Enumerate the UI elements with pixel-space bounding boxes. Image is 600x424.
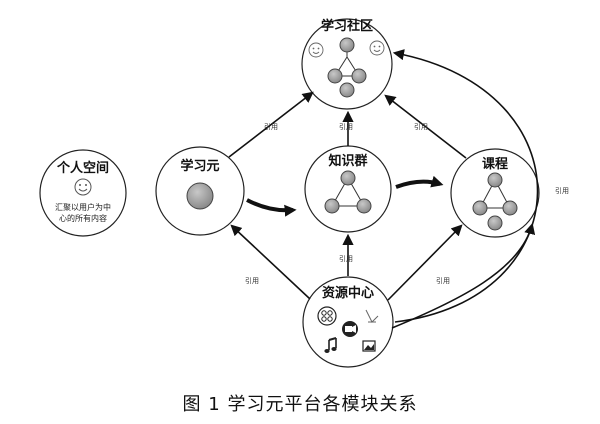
- personal-space-title: 个人空间: [56, 160, 109, 176]
- reference-arrows: [228, 49, 539, 329]
- learning-unit-node: 学习元: [155, 146, 245, 236]
- edge-label: 引用: [339, 254, 353, 263]
- arrow-unit-to-community: [228, 91, 314, 158]
- smiley-icon: [74, 178, 92, 196]
- film-reel-icon: [317, 306, 337, 326]
- smiley-icon: [369, 40, 385, 56]
- learning-unit-ball: [186, 182, 214, 210]
- arrow-resource-to-community-curve: [392, 49, 539, 323]
- flow-arrows: [246, 175, 444, 217]
- edge-label: 引用: [339, 122, 353, 131]
- network-icon: [324, 170, 372, 214]
- edge-label: 引用: [436, 276, 450, 285]
- arrow-resource-to-unit: [230, 224, 311, 300]
- edge-label: 引用: [414, 122, 428, 131]
- arrow-unit-to-group: [246, 198, 297, 217]
- personal-space-desc-line1: 汇聚以用户为中: [55, 202, 111, 212]
- learning-community-title: 学习社区: [321, 18, 373, 34]
- learning-community-node: 学习社区: [301, 18, 393, 110]
- arrow-resource-to-course-curve: [391, 222, 536, 329]
- arrow-resource-to-course: [387, 224, 463, 301]
- document-icon: [365, 309, 379, 323]
- music-note-icon: [324, 337, 337, 353]
- edge-label: 引用: [245, 276, 259, 285]
- edge-labels: 引用 引用 引用 引用 引用 引用 引用: [245, 122, 569, 285]
- resource-center-node: 资源中心: [302, 276, 394, 368]
- smiley-icon: [308, 42, 324, 58]
- personal-space-desc-line2: 心的所有内容: [59, 213, 107, 223]
- image-icon: [362, 340, 376, 352]
- course-title: 课程: [482, 157, 508, 172]
- edge-label: 引用: [555, 186, 569, 195]
- resource-center-title: 资源中心: [322, 285, 374, 301]
- network-icon: [327, 37, 367, 98]
- knowledge-group-title: 知识群: [328, 153, 367, 169]
- network-icon: [472, 172, 518, 231]
- figure-caption: 图 1 学习元平台各模块关系: [183, 394, 418, 415]
- video-camera-icon: [342, 321, 358, 337]
- learning-unit-title: 学习元: [180, 158, 219, 174]
- arrow-group-to-course: [395, 175, 444, 189]
- course-node: 课程: [450, 148, 540, 238]
- knowledge-group-node: 知识群: [304, 145, 392, 233]
- arrow-course-to-community: [384, 94, 467, 159]
- personal-space-node: 个人空间 汇聚以用户为中 心的所有内容: [39, 149, 127, 237]
- edge-label: 引用: [264, 122, 278, 131]
